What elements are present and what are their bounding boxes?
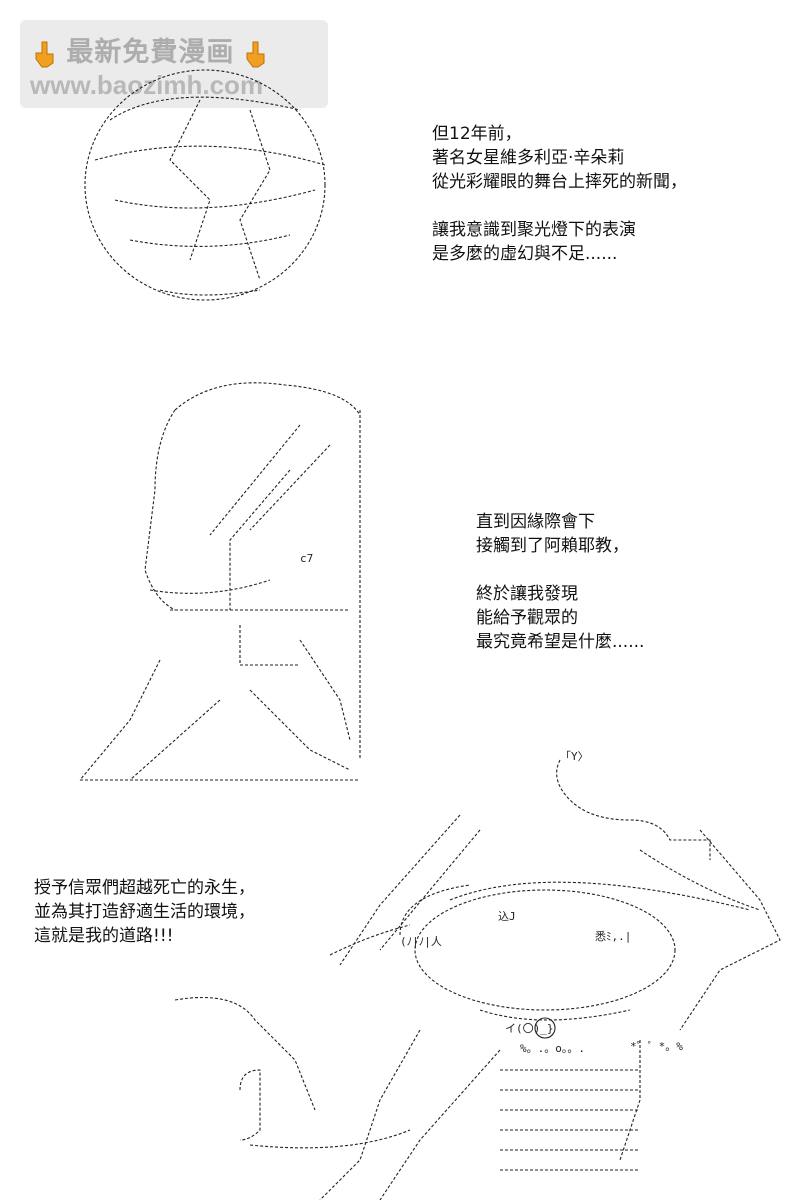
panel2-mark: c7 <box>300 552 313 565</box>
panel2-figure <box>79 382 361 781</box>
caption-panel3: 授予信眾們超越死亡的永生， 並為其打造舒適生活的環境， 這就是我的道路!!! <box>34 878 255 946</box>
panel3-star: *゜゜*。% <box>630 1040 683 1053</box>
panel3-face-left: (ﾉ|ﾉ|人 <box>400 935 442 948</box>
panel3-sparkle: %。.。o。。. <box>520 1042 585 1055</box>
watermark-title: 最新免費漫画 <box>34 30 267 69</box>
watermark-title-text: 最新免費漫画 <box>66 37 235 68</box>
panel3-figure <box>174 759 781 1200</box>
panel3-symbol: イ(〇)_} <box>505 1022 554 1035</box>
panel3-top-mark: 「Y〉 <box>560 750 589 763</box>
panel3-face-right: 悉ﾐ,.| <box>595 930 631 943</box>
caption-panel2: 直到因緣際會下 接觸到了阿賴耶教， 終於讓我發現 能給予觀眾的 最究竟希望是什麼… <box>476 512 645 652</box>
panel3-mouth: 込J <box>498 910 516 923</box>
pointing-hand-icon <box>246 41 265 67</box>
caption-panel1: 但12年前， 著名女星維多利亞·辛朵莉 從光彩耀眼的舞台上摔死的新聞， 讓我意識… <box>432 124 687 264</box>
pointing-hand-icon <box>35 41 54 67</box>
watermark: 最新免費漫画 www.baozimh.com <box>20 20 328 108</box>
panel1-sketch <box>84 69 326 301</box>
